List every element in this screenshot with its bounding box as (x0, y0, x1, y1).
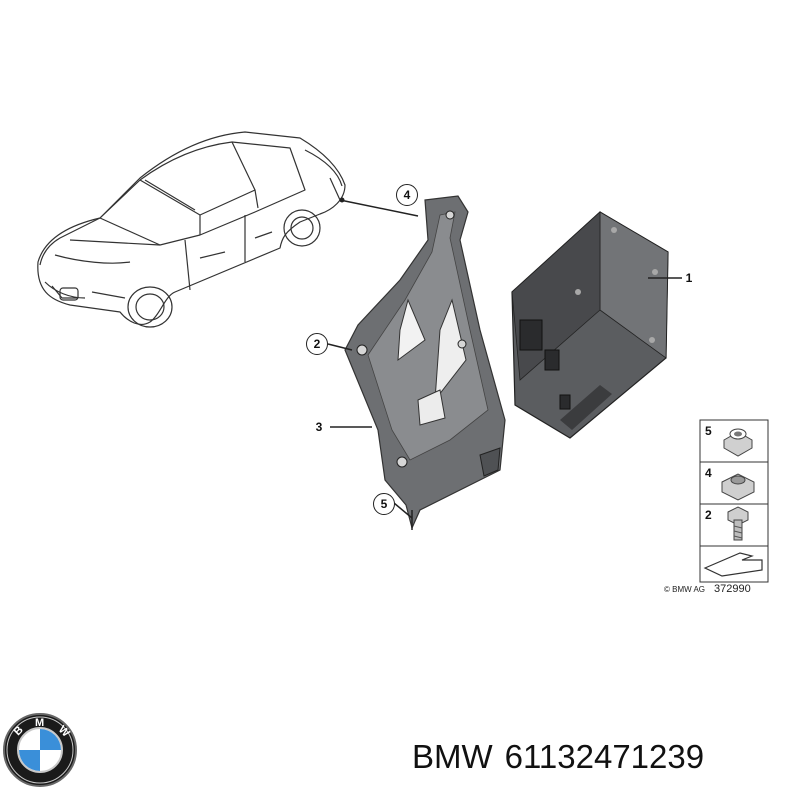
callout-1: 1 (685, 271, 693, 285)
legend-panel (699, 419, 769, 583)
part-number: 61132471239 (504, 738, 705, 775)
part-brand: BMW (412, 738, 493, 775)
flange-nut-icon (723, 428, 753, 457)
arrow-icon (703, 552, 763, 577)
legend-number-2: 2 (705, 508, 712, 522)
callout-2: 2 (306, 333, 328, 355)
part-label: BMW 61132471239 (412, 738, 704, 776)
bolt-icon (727, 506, 749, 541)
car-illustration (37, 131, 346, 328)
legend-number-5: 5 (705, 424, 712, 438)
diagram-id: 372990 (714, 583, 751, 595)
legend-number-4: 4 (705, 466, 712, 480)
svg-text:M: M (35, 717, 44, 729)
callout-5: 5 (373, 493, 395, 515)
callout-3: 3 (315, 420, 323, 434)
copyright-notice: © BMW AG (664, 585, 706, 594)
bmw-logo: B M W (3, 713, 77, 787)
callout-4: 4 (396, 184, 418, 206)
control-unit (511, 211, 669, 439)
mounting-bracket (344, 195, 506, 530)
hex-nut-icon (721, 473, 755, 501)
